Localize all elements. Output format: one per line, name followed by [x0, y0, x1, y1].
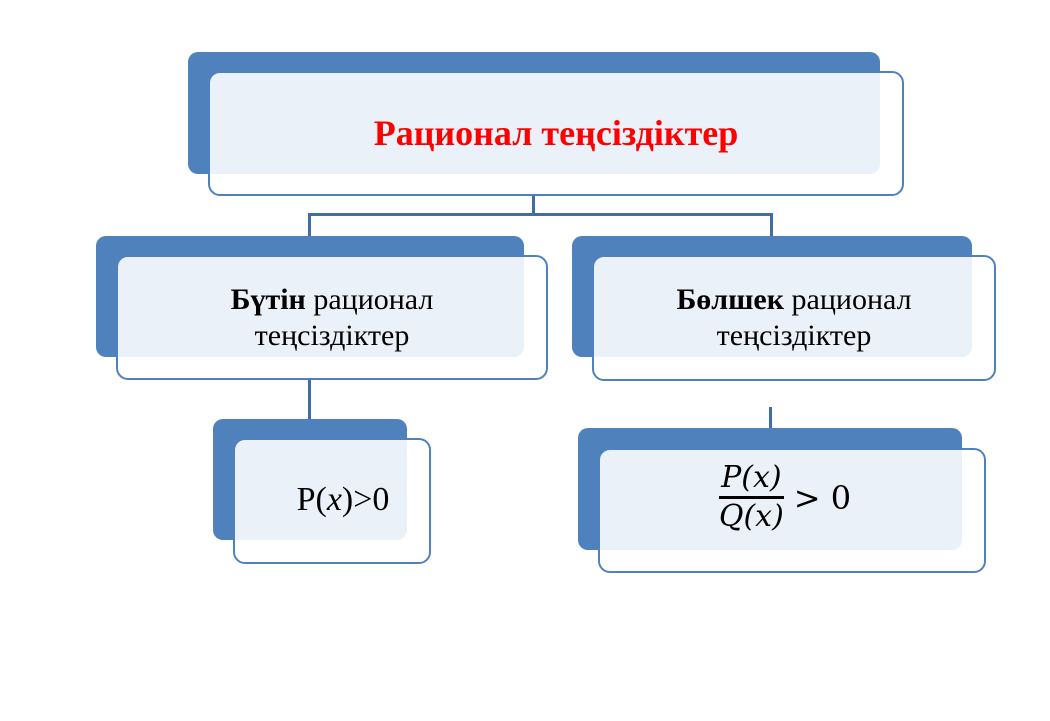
fraction-formula: P(x) Q(x) > 0 [640, 450, 930, 545]
fraction-formula-box [598, 448, 986, 573]
fraction-node [592, 255, 996, 381]
denominator: Q(x) [718, 499, 784, 534]
fraction-line2: теңсіздіктер [716, 319, 872, 352]
connector-horizontal [308, 213, 773, 216]
root-node [208, 71, 904, 196]
integer-rest: рационал [305, 283, 434, 316]
connector-right-bottom [769, 407, 772, 429]
numerator: P(x) [719, 460, 784, 499]
integer-bold: Бүтін [230, 283, 306, 316]
connector-left [308, 213, 311, 237]
formula-var: x [326, 481, 342, 518]
formula-pre: P( [296, 481, 327, 518]
root-title: Рационал теңсіздіктер [373, 113, 739, 153]
integer-line2: теңсіздіктер [254, 319, 410, 352]
connector-root [532, 196, 535, 215]
formula-post: )>0 [341, 481, 390, 518]
integer-node-text: Бүтін рационал теңсіздіктер [116, 280, 548, 356]
fraction-bold: Бөлшек [676, 283, 785, 316]
integer-formula: P(x)>0 [253, 470, 433, 530]
fraction-node-text: Бөлшек рационал теңсіздіктер [592, 280, 996, 356]
integer-node [116, 255, 548, 380]
connector-right [770, 213, 773, 237]
relation: > 0 [793, 478, 852, 517]
fraction-rest: рационал [784, 283, 912, 316]
connector-left-bottom [308, 380, 311, 420]
integer-formula-box [233, 438, 431, 564]
fraction: P(x) Q(x) [719, 460, 784, 535]
